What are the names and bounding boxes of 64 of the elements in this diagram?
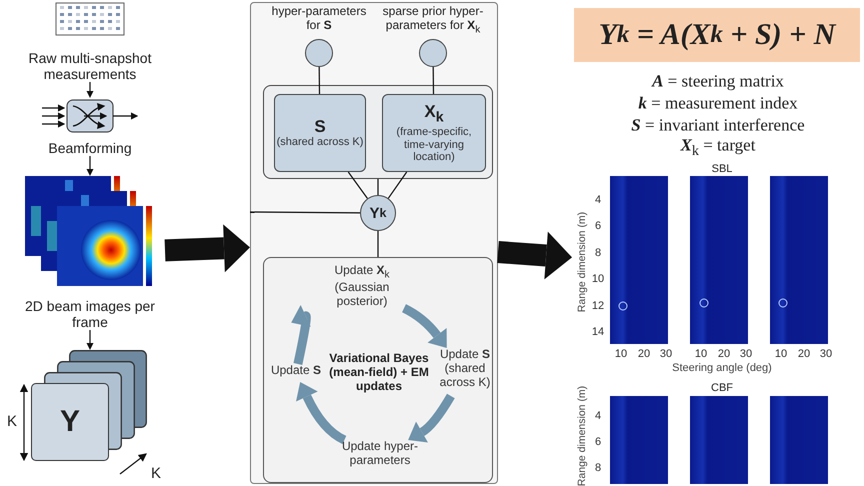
- block-arrow: [164, 224, 250, 272]
- update-step-label: Update X$_{k}$ (Gaussian posterior): [320, 264, 404, 312]
- tick-label: 8: [594, 246, 602, 260]
- chart-title: CBF: [711, 382, 733, 394]
- definition-text: A = steering matrix: [652, 72, 784, 92]
- arrow: [86, 156, 94, 176]
- tick-label: 10: [614, 348, 628, 360]
- parameter-label: hyper-parameters for S: [270, 5, 368, 33]
- parameter-label: sparse prior hyper-parameters for X$_{k}$: [382, 5, 484, 36]
- block-arrow: [497, 232, 572, 280]
- arrow: [86, 82, 94, 98]
- connector-line: [432, 67, 434, 94]
- tick-label: 20: [718, 348, 730, 360]
- tick-label: 4: [594, 194, 602, 206]
- connector-line: [250, 211, 360, 214]
- axis-title: Range dimension (m): [577, 386, 589, 486]
- tick-label: 8: [594, 462, 602, 474]
- tick-label: 30: [740, 348, 752, 360]
- connector-line: [388, 172, 408, 199]
- cycle-arrow: [296, 382, 346, 444]
- tick-label: 14: [592, 326, 604, 338]
- cycle-arrow: [402, 304, 448, 348]
- method-label: Variational Bayes (mean-field) + EM updates: [328, 352, 430, 394]
- variable-symbol: X$_{k}$: [424, 102, 444, 126]
- connector-line: [377, 179, 379, 195]
- tick-label: 10: [774, 348, 788, 360]
- model-panel: [250, 2, 498, 484]
- connector-line: [377, 231, 379, 257]
- definition-text: k = measurement index: [638, 94, 798, 114]
- tick-label: 10: [592, 272, 604, 286]
- variable-symbol: S: [314, 116, 326, 136]
- node-caption: 2D beam images per frame: [24, 298, 156, 330]
- tick-label: 20: [638, 348, 650, 360]
- variable-group-box: [263, 85, 493, 179]
- tick-label: 6: [594, 436, 602, 448]
- chart-title: SBL: [712, 162, 732, 176]
- tick-label: 30: [660, 348, 672, 360]
- definition-text: S = invariant interference: [631, 116, 805, 136]
- update-step-label: Update hyper-parameters: [330, 440, 430, 472]
- axis-title: Range dimension (m): [577, 212, 589, 312]
- arrow: [86, 330, 94, 350]
- tick-label: 6: [594, 220, 602, 232]
- variable-box: [382, 94, 486, 172]
- update-step-label: Update S (shared across K): [436, 348, 494, 396]
- dimension-label: K: [151, 466, 161, 482]
- variable-box: [274, 94, 366, 172]
- tick-label: 12: [592, 300, 604, 312]
- tick-label: 10: [694, 348, 708, 360]
- tick-label: 4: [594, 410, 602, 422]
- connector-line: [348, 172, 368, 199]
- inference-box: [263, 257, 493, 483]
- update-step-label: Update S: [270, 364, 322, 382]
- dimension-label: K: [7, 414, 17, 430]
- matrix-card: Y: [31, 383, 109, 461]
- node-caption: Raw multi-snapshot measurements: [28, 50, 152, 82]
- definition-text: X$_{k}$ = target: [680, 136, 756, 160]
- variable-description: (frame-specific, time-varying location): [395, 126, 473, 164]
- tick-label: 20: [798, 348, 810, 360]
- tick-label: 30: [820, 348, 832, 360]
- variable-description: (shared across K): [276, 136, 364, 150]
- axis-title: Steering angle (deg): [672, 362, 772, 374]
- cycle-arrow: [290, 304, 311, 365]
- node-caption: Beamforming: [48, 140, 132, 156]
- connector-line: [318, 67, 320, 94]
